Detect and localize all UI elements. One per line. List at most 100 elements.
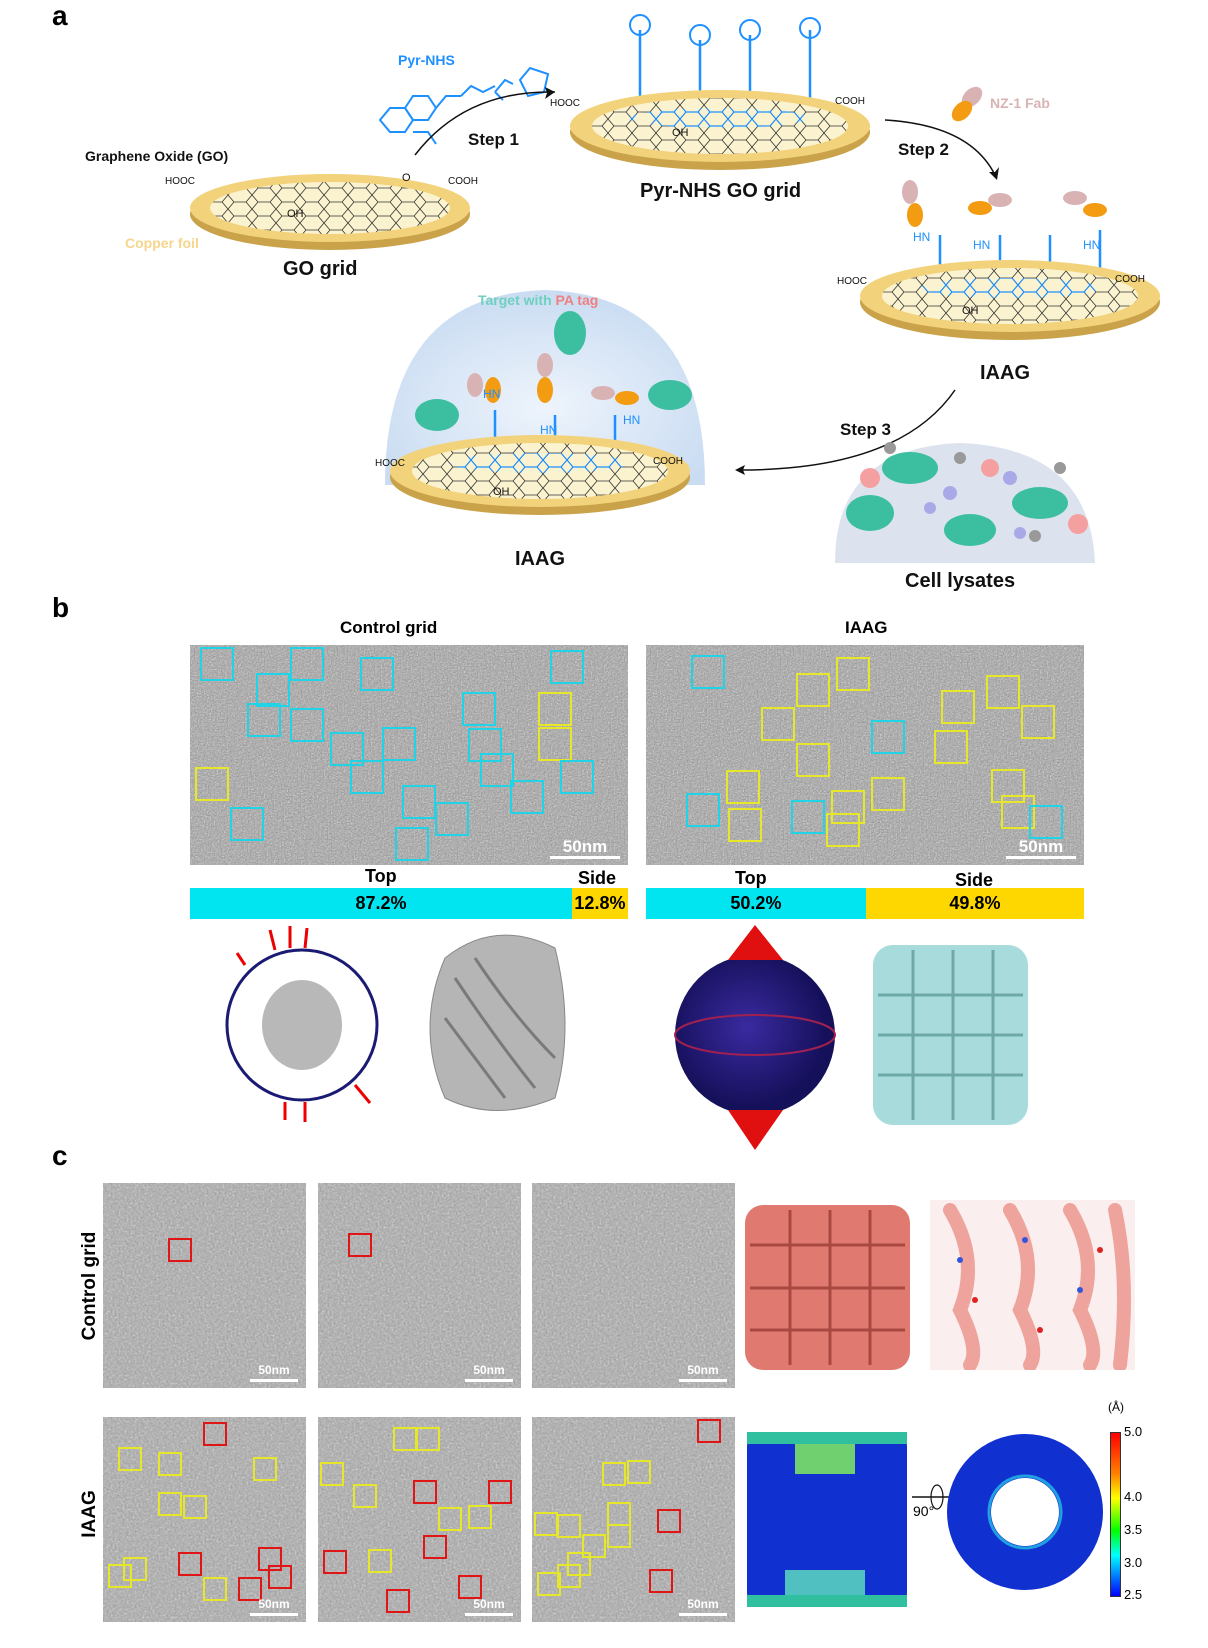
top-view-particle-box <box>330 732 364 766</box>
colorbar-tick-3.5: 3.5 <box>1124 1522 1143 1537</box>
top-view-particle-box <box>200 647 234 681</box>
pyr-nhs-grid-label: Pyr-NHS GO grid <box>640 180 802 202</box>
side-view-particle-box <box>158 1492 182 1516</box>
step2-arrow <box>884 119 999 180</box>
side-view-particle-box <box>796 743 830 777</box>
panel-c-label: c <box>52 1140 68 1171</box>
top-view-particle-box <box>686 793 720 827</box>
top-view-particle-box <box>791 800 825 834</box>
iaag-bottom-label: IAAG <box>515 548 565 570</box>
side-view-particle-box <box>537 1572 561 1596</box>
scale-bar: 50nm <box>250 1361 298 1382</box>
pyr-nhs-grid-disc <box>570 14 870 170</box>
control-micrograph-2: 50nm <box>318 1183 521 1388</box>
cooh-label: COOH <box>448 176 478 187</box>
side-view-particle-box <box>438 1507 462 1531</box>
side-view-particle-box <box>627 1460 651 1484</box>
scale-bar: 50nm <box>679 1595 727 1616</box>
side-view-particle-box <box>796 673 830 707</box>
side-view-particle-box <box>761 707 795 741</box>
cell-lysates-drop <box>835 442 1095 563</box>
hooc-label-4: HOOC <box>375 458 405 469</box>
side-view-particle-box <box>534 1512 558 1536</box>
iaag-top-label: IAAG <box>980 362 1030 384</box>
control-density-detail <box>930 1200 1135 1370</box>
pyr-nhs-label: Pyr-NHS <box>398 52 455 68</box>
iaag-top-segment: 50.2% <box>646 888 866 919</box>
fab-icon <box>951 86 983 122</box>
scale-bar: 50nm <box>550 838 620 859</box>
particle-box-red <box>323 1550 347 1574</box>
side-view-particle-box <box>602 1462 626 1486</box>
top-view-particle-box <box>382 727 416 761</box>
colorbar-tick-3.0: 3.0 <box>1124 1555 1143 1570</box>
iaag-micrograph-3: 50nm <box>532 1417 735 1622</box>
side-view-particle-box <box>607 1502 631 1526</box>
top-view-particle-box <box>550 650 584 684</box>
control-top-segment: 87.2% <box>190 888 572 919</box>
side-view-particle-box <box>393 1427 417 1451</box>
side-view-particle-box <box>538 727 572 761</box>
iaag-grid-disc <box>860 180 1160 340</box>
particle-box-red <box>423 1535 447 1559</box>
step2-label: Step 2 <box>898 140 950 159</box>
hn-label-3: HN <box>1083 238 1101 252</box>
hn-label-4: HN <box>483 387 501 401</box>
scale-bar: 50nm <box>1006 838 1076 859</box>
o-label: O <box>402 172 411 184</box>
scale-bar: 50nm <box>465 1361 513 1382</box>
control-top-label: Top <box>365 866 397 886</box>
top-view-particle-box <box>290 708 324 742</box>
side-view-particle-box <box>557 1514 581 1538</box>
step3-arrow <box>735 389 956 475</box>
side-view-particle-box <box>468 1505 492 1529</box>
control-structure-map <box>745 1205 910 1370</box>
row-iaag-label: IAAG <box>79 1490 100 1538</box>
hn-label-1: HN <box>913 230 931 244</box>
control-density-map <box>429 934 566 1111</box>
side-view-particle-box <box>183 1495 207 1519</box>
scale-bar: 50nm <box>679 1361 727 1382</box>
side-view-particle-box <box>368 1549 392 1573</box>
pyr-nhs-molecule <box>378 66 550 145</box>
side-view-particle-box <box>253 1457 277 1481</box>
row-control-label: Control grid <box>79 1231 100 1341</box>
iaag-title: IAAG <box>845 618 888 637</box>
rotation-label: 90° <box>913 1503 935 1519</box>
control-micrograph: 50nm <box>190 645 628 865</box>
particle-box-red <box>488 1480 512 1504</box>
control-side-label: Side <box>578 868 617 888</box>
hooc-label: HOOC <box>165 176 195 187</box>
side-view-particle-box <box>941 690 975 724</box>
control-orientation-bar: 87.2% 12.8% <box>190 888 628 919</box>
target-with-text: Target with <box>478 292 556 308</box>
side-view-particle-box <box>320 1462 344 1486</box>
oh-label-3: OH <box>962 305 979 317</box>
side-view-particle-box <box>986 675 1020 709</box>
colorbar-tick-2.5: 2.5 <box>1124 1587 1143 1602</box>
side-view-particle-box <box>108 1564 132 1588</box>
iaag-local-resolution-side <box>747 1432 907 1607</box>
particle-box-red <box>458 1575 482 1599</box>
top-view-particle-box <box>247 703 281 737</box>
oh-label-4: OH <box>493 486 510 498</box>
top-view-particle-box <box>560 760 594 794</box>
cell-lysates-label: Cell lysates <box>905 570 1016 592</box>
control-side-segment: 12.8% <box>571 888 628 919</box>
particle-box-red <box>238 1577 262 1601</box>
particle-box-red <box>386 1589 410 1613</box>
scale-bar: 50nm <box>250 1595 298 1616</box>
side-view-particle-box <box>1001 795 1035 829</box>
side-view-particle-box <box>991 769 1025 803</box>
side-view-particle-box <box>538 692 572 726</box>
particle-box-red <box>657 1509 681 1533</box>
iaag-micrograph-1: 50nm <box>103 1417 306 1622</box>
go-grid-disc <box>190 174 470 250</box>
particle-box-red <box>258 1547 282 1571</box>
particle-box-red <box>178 1552 202 1576</box>
iaag-orientation-bar: 50.2% 49.8% <box>646 888 1084 919</box>
top-view-particle-box <box>510 780 544 814</box>
iaag-top-label-b: Top <box>735 868 767 888</box>
hn-label-2: HN <box>973 238 991 252</box>
